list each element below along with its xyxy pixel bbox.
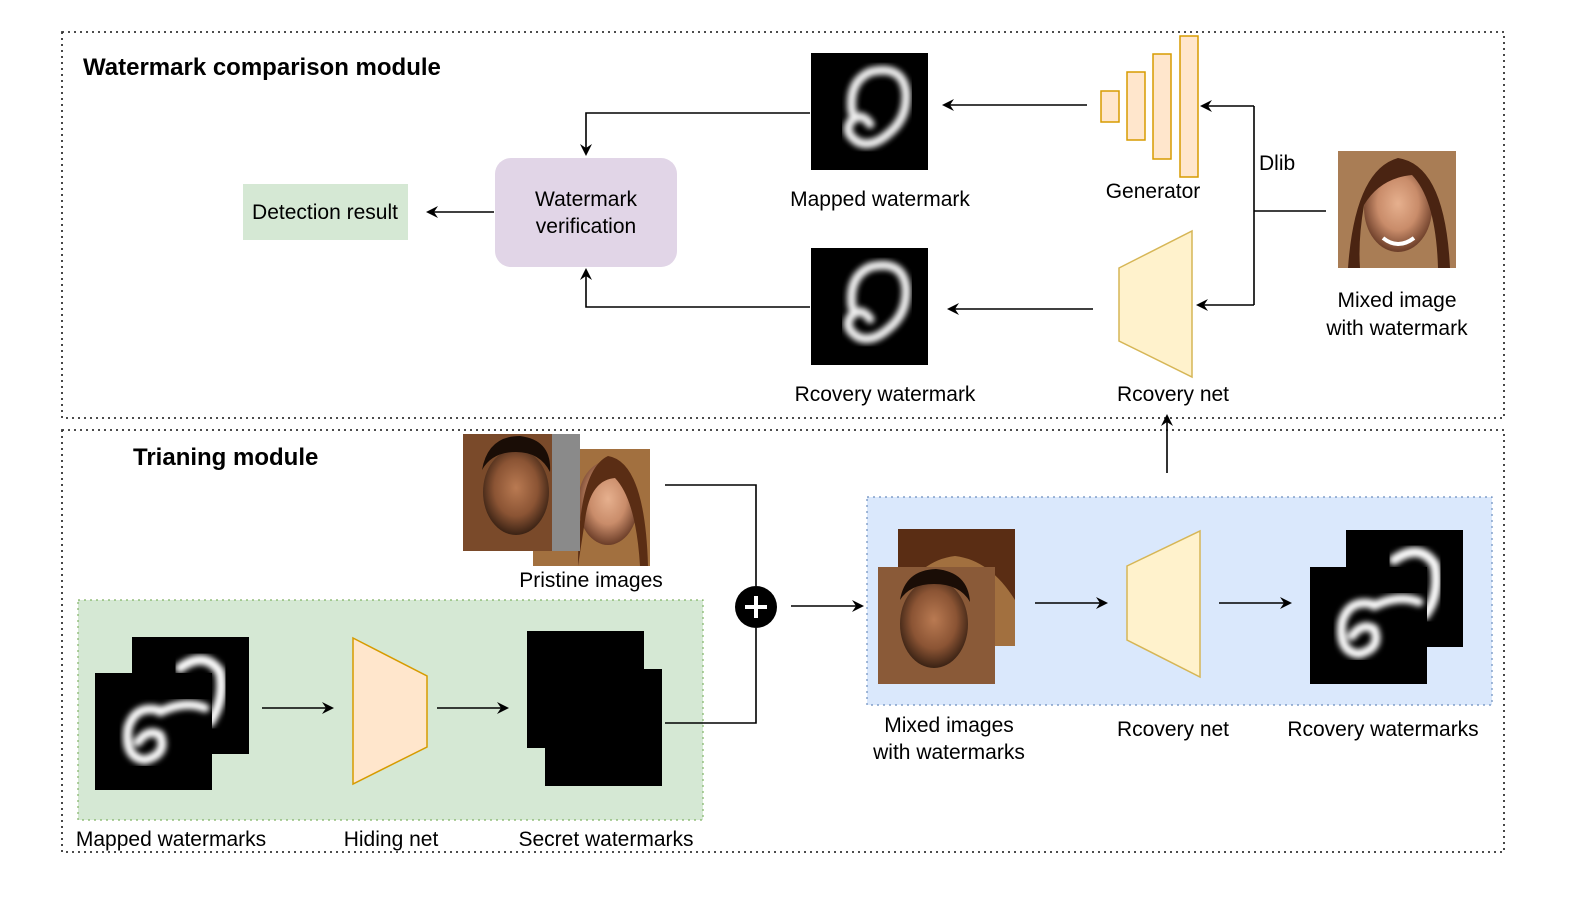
recovery-watermarks-label: Rcovery watermarks	[1287, 718, 1478, 741]
recovery-net-top-label: Rcovery net	[1117, 383, 1229, 406]
mixed-image-label-line1: Mixed image	[1337, 289, 1456, 312]
comparison-module-border	[61, 31, 1505, 419]
generator-block	[1100, 35, 1199, 178]
recovery-watermarks-stack	[1310, 530, 1463, 684]
mixed-image-label-line2: with watermark	[1325, 317, 1468, 340]
mapped-watermarks-label: Mapped watermarks	[76, 828, 266, 851]
detection-result-label: Detection result	[252, 201, 398, 224]
pristine-images	[463, 434, 650, 566]
watermark-verification-box	[495, 158, 677, 267]
line-pristine-to-plus	[665, 484, 757, 586]
arrow-mapped-to-verification	[580, 112, 810, 156]
mapped-watermark-label: Mapped watermark	[790, 188, 970, 211]
training-module-title: Trianing module	[133, 444, 318, 471]
pristine-images-label: Pristine images	[519, 569, 663, 592]
training-module-border	[61, 429, 1505, 853]
mixed-images-label-line2: with watermarks	[872, 741, 1025, 764]
verification-label-line2: verification	[536, 215, 636, 238]
hiding-net-label: Hiding net	[344, 828, 439, 851]
mapped-watermarks-stack	[95, 637, 249, 790]
recovery-net-top	[1118, 229, 1193, 379]
line-secret-to-plus	[665, 628, 757, 724]
mapped-watermark-image	[811, 53, 928, 170]
recovery-net-bottom-label: Rcovery net	[1117, 718, 1229, 741]
recovery-watermark-image	[811, 248, 928, 365]
secret-watermarks-stack	[527, 631, 662, 786]
comparison-module-title: Watermark comparison module	[83, 54, 441, 81]
arrow-recovery-to-verification	[580, 268, 810, 308]
mixed-image-face	[1338, 151, 1456, 268]
mixed-images-stack	[878, 529, 1015, 684]
hiding-net	[352, 636, 428, 786]
recovery-net-bottom	[1126, 529, 1201, 679]
dlib-label: Dlib	[1259, 152, 1295, 175]
secret-watermarks-label: Secret watermarks	[518, 828, 693, 851]
add-operator-icon	[735, 586, 777, 628]
detection-result-box	[243, 184, 408, 240]
mixed-images-label-line1: Mixed images	[884, 714, 1014, 737]
verification-label-line1: Watermark	[535, 188, 637, 211]
generator-label: Generator	[1106, 180, 1201, 203]
recovery-watermark-label: Rcovery watermark	[795, 383, 976, 406]
